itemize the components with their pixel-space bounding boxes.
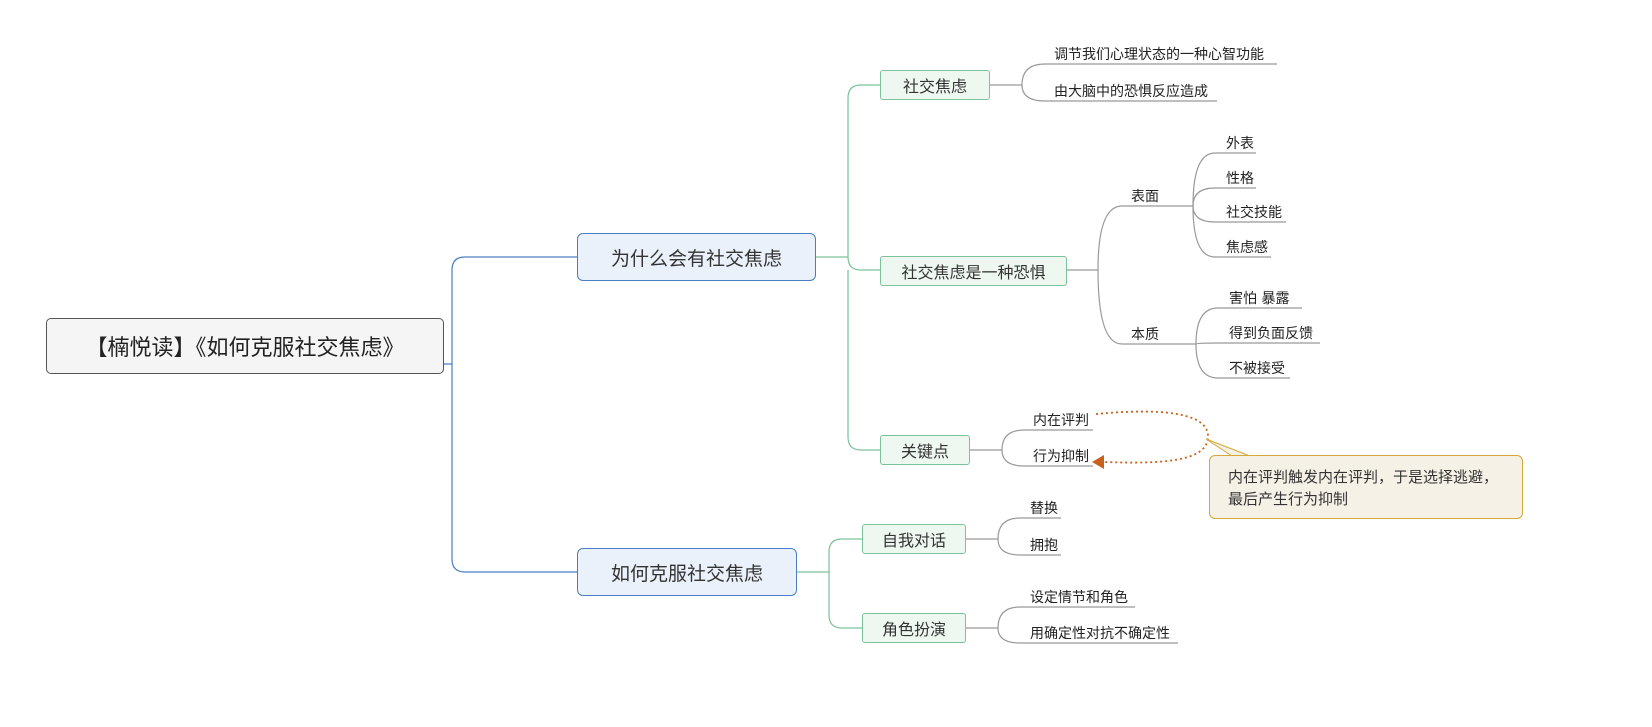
leaf-certainty-vs-uncertainty[interactable]: 用确定性对抗不确定性 xyxy=(1030,626,1170,642)
leaf-fear-exposure[interactable]: 害怕 暴露 xyxy=(1229,291,1290,307)
branch-why-social-anxiety[interactable]: 为什么会有社交焦虑 xyxy=(577,233,816,281)
topic-label: 角色扮演 xyxy=(881,620,946,639)
topic-label: 关键点 xyxy=(900,442,949,461)
branch-label: 如何克服社交焦虑 xyxy=(610,562,763,585)
topic-self-talk[interactable]: 自我对话 xyxy=(862,524,966,554)
subgroup-essence[interactable]: 本质 xyxy=(1131,327,1159,343)
leaf-fear-response[interactable]: 由大脑中的恐惧反应造成 xyxy=(1054,84,1208,100)
relation-callout[interactable]: 内在评判触发内在评判，于是选择逃避，最后产生行为抑制 xyxy=(1209,455,1523,519)
relation-arrowhead xyxy=(1092,455,1104,469)
leaf-mental-function[interactable]: 调节我们心理状态的一种心智功能 xyxy=(1054,47,1264,63)
topic-anxiety-is-fear[interactable]: 社交焦虑是一种恐惧 xyxy=(880,256,1067,286)
subgroup-surface[interactable]: 表面 xyxy=(1131,189,1159,205)
leaf-negative-feedback[interactable]: 得到负面反馈 xyxy=(1229,326,1313,342)
leaf-appearance[interactable]: 外表 xyxy=(1226,136,1254,152)
topic-key-points[interactable]: 关键点 xyxy=(880,435,970,465)
leaf-not-accepted[interactable]: 不被接受 xyxy=(1229,361,1285,377)
leaf-replace[interactable]: 替换 xyxy=(1030,501,1058,517)
topic-label: 社交焦虑 xyxy=(902,77,967,96)
leaf-set-scenario[interactable]: 设定情节和角色 xyxy=(1030,590,1128,606)
relation-arrow xyxy=(1095,410,1209,464)
topic-label: 自我对话 xyxy=(881,531,946,550)
leaf-embrace[interactable]: 拥抱 xyxy=(1030,538,1058,554)
topic-social-anxiety[interactable]: 社交焦虑 xyxy=(880,70,990,100)
root-node[interactable]: 【楠悦读】《如何克服社交焦虑》 xyxy=(46,318,444,374)
topic-label: 社交焦虑是一种恐惧 xyxy=(901,263,1046,282)
leaf-personality[interactable]: 性格 xyxy=(1226,171,1254,187)
leaf-social-skills[interactable]: 社交技能 xyxy=(1226,205,1282,221)
leaf-anxiety-feeling[interactable]: 焦虑感 xyxy=(1226,240,1268,256)
callout-pointer xyxy=(1205,438,1251,457)
leaf-behavior-inhibition[interactable]: 行为抑制 xyxy=(1033,449,1089,465)
leaf-inner-judgment[interactable]: 内在评判 xyxy=(1033,413,1089,429)
root-label: 【楠悦读】《如何克服社交焦虑》 xyxy=(85,336,405,361)
branch-label: 为什么会有社交焦虑 xyxy=(610,247,782,270)
branch-how-to-overcome[interactable]: 如何克服社交焦虑 xyxy=(577,548,797,596)
callout-text: 内在评判触发内在评判，于是选择逃避，最后产生行为抑制 xyxy=(1228,468,1499,508)
topic-role-play[interactable]: 角色扮演 xyxy=(862,613,966,643)
